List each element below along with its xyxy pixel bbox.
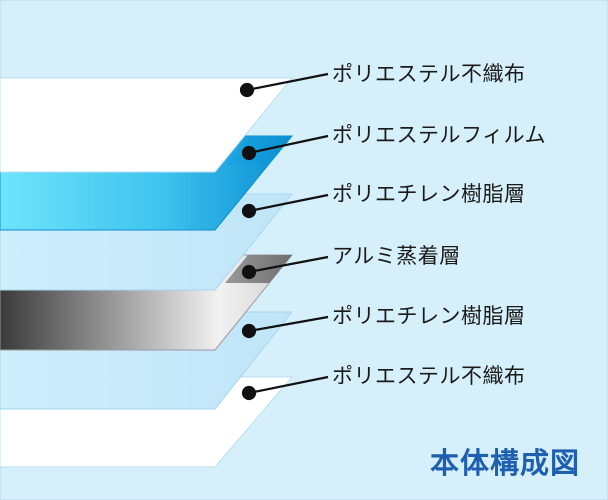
marker-dot bbox=[241, 264, 257, 280]
marker-dot bbox=[241, 323, 257, 339]
marker-dot bbox=[239, 82, 255, 98]
label-aluminum-deposit: アルミ蒸着層 bbox=[332, 244, 461, 268]
leader-lines bbox=[239, 72, 329, 401]
label-polyester-nonwoven-top: ポリエステル不織布 bbox=[332, 62, 526, 86]
marker-dot bbox=[241, 203, 257, 219]
layer-polyester-nonwoven-top bbox=[0, 77, 294, 173]
diagram-title: 本体構成図 bbox=[429, 446, 580, 480]
label-polyethylene-resin-upper: ポリエチレン樹脂層 bbox=[332, 182, 526, 206]
layer-aluminum-deposit-top bbox=[225, 255, 292, 283]
marker-dot bbox=[241, 145, 257, 161]
label-polyester-nonwoven-bottom: ポリエステル不織布 bbox=[332, 364, 526, 388]
marker-dot bbox=[241, 385, 257, 401]
label-polyester-film: ポリエステルフィルム bbox=[332, 123, 547, 147]
label-polyethylene-resin-lower: ポリエチレン樹脂層 bbox=[332, 304, 526, 328]
